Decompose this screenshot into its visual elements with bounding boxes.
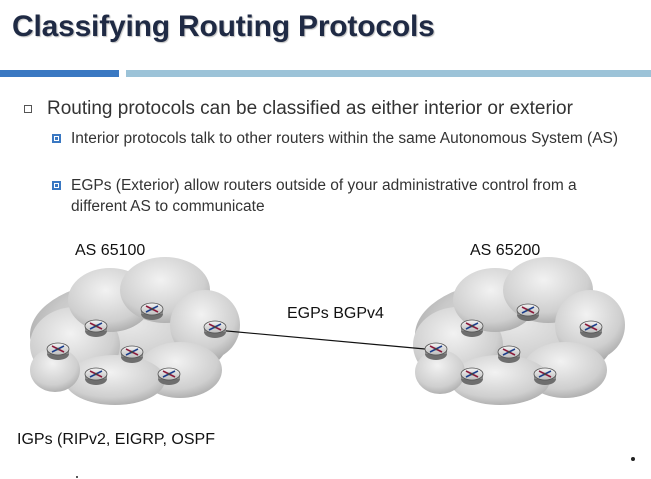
router-icon [533,367,557,386]
router-icon [460,319,484,338]
router-icon [460,367,484,386]
egp-link-label: EGPs BGPv4 [287,305,384,322]
left-as-label: AS 65100 [75,242,146,259]
router-icon [424,342,448,361]
router-icon [140,302,164,321]
sub-bullet-text: Interior protocols talk to other routers… [71,130,619,147]
router-icon [46,342,70,361]
bgp-link [215,329,437,351]
filled-square-bullet-icon [52,134,61,143]
left-cloud-icon [30,257,240,405]
router-icon [579,320,603,339]
router-icon [84,319,108,338]
title-accent-bar [0,70,119,77]
router-icon [203,320,227,339]
stray-dot [76,476,78,478]
bullet-text: Routing protocols can be classified as e… [47,98,573,119]
router-icon [157,367,181,386]
router-icon [120,345,144,364]
router-icon [84,367,108,386]
right-as-label: AS 65200 [470,242,541,259]
stray-dot [631,457,635,461]
right-cloud-icon [413,257,625,405]
router-icon [516,303,540,322]
title-underline-bar [126,70,651,77]
igp-label: IGPs (RIPv2, EIGRP, OSPF [17,431,215,448]
filled-square-bullet-icon [52,181,61,190]
router-icon [497,345,521,364]
slide-title: Classifying Routing Protocols [12,10,435,43]
sub-bullet-text: EGPs (Exterior) allow routers outside of… [71,177,577,215]
square-bullet-icon [24,105,32,113]
